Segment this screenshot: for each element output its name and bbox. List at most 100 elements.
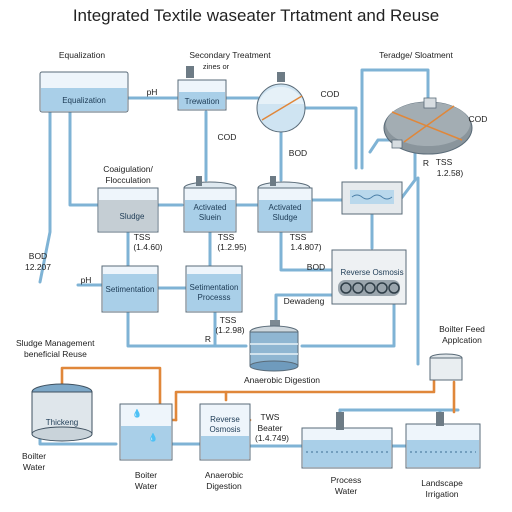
setimentation-label: Setimentation <box>106 285 155 294</box>
label-tss-4-value: 1.4.807) <box>290 242 321 252</box>
thickening-bottom <box>31 426 93 442</box>
label-bod-2: BOD <box>307 262 325 272</box>
label-r-2: R <box>205 334 211 344</box>
landscape-water <box>407 440 479 467</box>
label-r-1: R <box>423 158 429 168</box>
setimentation-process-tank: Setimentation Processs <box>185 265 243 313</box>
label-flocculation: Flocculation <box>105 175 151 185</box>
pipe-left-bod <box>38 158 52 284</box>
pipe-ro-to-ad <box>274 293 334 327</box>
label-tss-1: TSS <box>436 157 453 167</box>
label-boiler-feed-b: Applcation <box>442 335 482 345</box>
clarifier-1-stub <box>277 72 285 82</box>
label-beneficial-reuse: beneficial Reuse <box>24 349 87 359</box>
clarifier-1-top <box>258 86 304 104</box>
diagram-title: Integrated Textile waseater Trtatment an… <box>73 6 439 25</box>
activated-2-label-a: Activated <box>269 203 302 212</box>
label-bod-left: BOD <box>29 251 47 261</box>
reverse-osmosis-unit: Reverse Osmosis <box>331 249 407 305</box>
ro-membrane-1 <box>340 282 352 294</box>
label-cod-1: COD <box>321 89 340 99</box>
ro-membrane-3 <box>364 282 376 294</box>
label-bod-1: BOD <box>289 148 307 158</box>
label-sludge-management: Sludge Management <box>16 338 95 348</box>
label-tss-4: TSS <box>290 232 307 242</box>
setimentation-process-label-a: Setimentation <box>190 283 239 292</box>
thickening-tank: Thickeng <box>31 383 93 442</box>
label-tss-5-value: (1.2.98) <box>215 325 244 335</box>
boiler-water-fill <box>121 426 171 459</box>
digester-body <box>249 331 299 367</box>
sludge-tank: Sludge <box>97 187 159 233</box>
clarifier-2-rake-b <box>403 105 455 143</box>
pipe-clarifier-in <box>368 138 392 154</box>
setimentation-process-water <box>187 274 241 311</box>
label-anaerobic-2b: Digestion <box>206 481 242 491</box>
label-anaerobic-2a: Anaerobic <box>205 470 244 480</box>
ro-unit-label: Reverse Osmosis <box>340 268 403 277</box>
digester-cap <box>270 320 280 328</box>
label-tws: TWS <box>261 412 280 422</box>
trewation-label: Trewation <box>185 97 220 106</box>
equalization-tank: Equalization <box>39 71 129 113</box>
label-boiler-water-2b: Water <box>135 481 158 491</box>
anaerobic-digester <box>249 320 299 372</box>
pipe-sed-to-ad <box>126 310 248 348</box>
label-anaerobic-digestion: Anaerobic Digestion <box>244 375 320 385</box>
process-water-valve <box>336 412 344 430</box>
label-boiler-water-2a: Boiter <box>135 470 157 480</box>
label-process-water-b: Water <box>335 486 358 496</box>
digester-bottom <box>249 360 299 372</box>
ro-membrane-2 <box>352 282 364 294</box>
activated-1-water <box>185 200 235 231</box>
label-tss-5: TSS <box>220 315 237 325</box>
equalization-water <box>41 88 127 111</box>
ro2-water <box>201 436 249 459</box>
activated-2-label-b: Sludge <box>273 213 298 222</box>
label-boiler-water-1b: Water <box>23 462 46 472</box>
pipe-top-loop <box>360 68 430 170</box>
landscape-valve <box>436 412 444 426</box>
label-tss-2-value: (1.4.60) <box>133 242 162 252</box>
boiler-feed-body <box>429 357 463 381</box>
label-teradge: Teradge/ Sloatment <box>379 50 453 60</box>
label-secondary-sub: zines or <box>203 62 230 71</box>
pipe-activated-to-ro <box>279 230 334 272</box>
pipe-ad-to-ro <box>300 303 396 348</box>
label-tss-1-value: 1.2.58) <box>437 168 464 178</box>
activated-sludge-2: Activated Sludge <box>257 176 313 233</box>
label-secondary-treatment: Secondary Treatment <box>189 50 271 60</box>
activated-1-stub <box>196 176 202 186</box>
clarifier-2-stub <box>423 97 437 109</box>
filtration-box-wave <box>351 194 393 200</box>
label-landscape-b: Irrigation <box>425 489 458 499</box>
activated-sludge-1: Activated Sluein <box>183 176 237 233</box>
label-boiler-water-1a: Boilter <box>22 451 46 461</box>
clarifier-2-outlet <box>391 139 403 149</box>
ro2-label-a: Reverse <box>210 415 240 424</box>
setimentation-tank: Setimentation <box>101 265 159 313</box>
reverse-osmosis-tank-2: Reverse Osmosis <box>199 403 251 461</box>
thickening-label: Thickeng <box>46 418 78 427</box>
pipe-eq-to-sludge <box>68 110 100 207</box>
activated-1-label-b: Sluein <box>199 213 221 222</box>
trewation-water <box>179 92 225 109</box>
drop-2: 💧 <box>148 432 158 442</box>
sludge-tank-fill <box>99 200 157 231</box>
pipe-network <box>38 68 460 448</box>
process-water-fill <box>303 440 391 467</box>
activated-1-label-a: Activated <box>194 203 227 212</box>
clarifier-1 <box>256 72 306 133</box>
label-tss-3-value: (1.2.95) <box>217 242 246 252</box>
label-ph-1: pH <box>147 87 158 97</box>
label-boiler-feed: Boilter Feed <box>439 324 485 334</box>
drop-1: 💧 <box>132 408 142 418</box>
setimentation-process-label-b: Processs <box>198 293 231 302</box>
equalization-tank-label: Equalization <box>62 96 106 105</box>
label-dewadeng: Dewadeng <box>284 296 325 306</box>
boiler-water-tank: 💧 💧 <box>119 403 173 461</box>
label-coagulation: Coaigulation/ <box>103 164 153 174</box>
clarifier-2 <box>383 97 473 155</box>
filtration-box <box>341 181 403 215</box>
